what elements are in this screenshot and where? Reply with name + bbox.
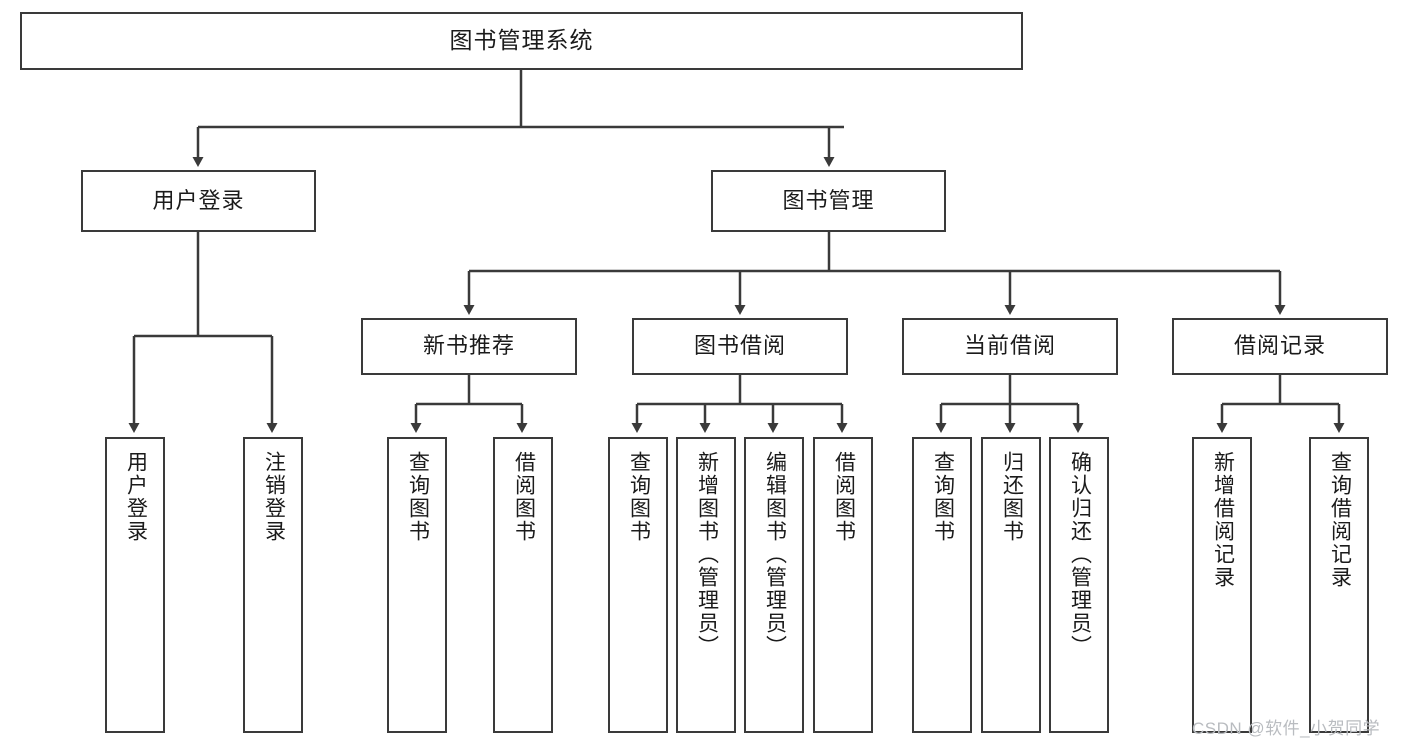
node-borrow-record[interactable]: 借阅记录: [1172, 318, 1388, 375]
leaf-label: 查询图书: [627, 451, 651, 543]
leaf-borrow-edit-book[interactable]: 编辑图书（管理员）: [744, 437, 804, 733]
leaf-label: 用户登录: [124, 451, 148, 543]
node-user-login[interactable]: 用户登录: [81, 170, 316, 232]
node-label: 图书借阅: [693, 333, 786, 359]
node-book-management[interactable]: 图书管理: [711, 170, 946, 232]
leaf-current-confirm-return[interactable]: 确认归还（管理员）: [1049, 437, 1109, 733]
leaf-label: 新增图书（管理员）: [695, 451, 719, 658]
leaf-record-query[interactable]: 查询借阅记录: [1309, 437, 1369, 733]
leaf-borrow-borrow-book[interactable]: 借阅图书: [813, 437, 873, 733]
leaf-label: 编辑图书（管理员）: [763, 451, 787, 658]
node-current-borrow[interactable]: 当前借阅: [902, 318, 1118, 375]
node-new-book-recommend[interactable]: 新书推荐: [361, 318, 577, 375]
node-label: 当前借阅: [963, 333, 1056, 359]
leaf-current-return-book[interactable]: 归还图书: [981, 437, 1041, 733]
node-label: 借阅记录: [1233, 333, 1326, 359]
csdn-watermark: CSDN @软件_小贺同学: [1192, 719, 1381, 738]
leaf-borrow-add-book[interactable]: 新增图书（管理员）: [676, 437, 736, 733]
leaf-new-book-query[interactable]: 查询图书: [387, 437, 447, 733]
leaf-label: 确认归还（管理员）: [1068, 451, 1092, 658]
node-label: 用户登录: [152, 187, 245, 213]
leaf-user-logout[interactable]: 注销登录: [243, 437, 303, 733]
node-label: 新书推荐: [422, 333, 515, 359]
leaf-label: 注销登录: [262, 451, 286, 543]
leaf-current-query-book[interactable]: 查询图书: [912, 437, 972, 733]
leaf-borrow-query-book[interactable]: 查询图书: [608, 437, 668, 733]
node-label: 图书管理系统: [449, 27, 594, 54]
leaf-label: 查询图书: [406, 451, 430, 543]
leaf-label: 新增借阅记录: [1211, 451, 1235, 589]
node-root-system[interactable]: 图书管理系统: [20, 12, 1023, 70]
leaf-label: 借阅图书: [832, 451, 856, 543]
leaf-user-login[interactable]: 用户登录: [105, 437, 165, 733]
leaf-label: 归还图书: [1000, 451, 1024, 543]
leaf-label: 查询图书: [931, 451, 955, 543]
leaf-record-add[interactable]: 新增借阅记录: [1192, 437, 1252, 733]
node-book-borrow[interactable]: 图书借阅: [632, 318, 848, 375]
node-label: 图书管理: [782, 187, 875, 213]
leaf-new-book-borrow[interactable]: 借阅图书: [493, 437, 553, 733]
leaf-label: 借阅图书: [512, 451, 536, 543]
leaf-label: 查询借阅记录: [1328, 451, 1352, 589]
